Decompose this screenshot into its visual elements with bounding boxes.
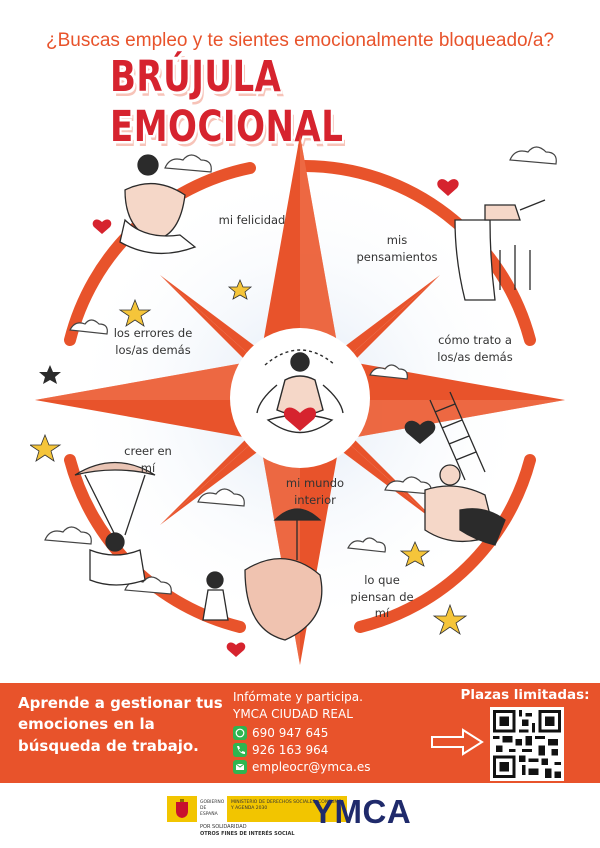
whatsapp-icon xyxy=(233,725,247,740)
contact-block: Infórmate y participa. YMCA CIUDAD REAL … xyxy=(233,689,413,774)
contact-intro: Infórmate y participa. xyxy=(233,690,363,704)
registration-block: Plazas limitadas: xyxy=(431,687,595,781)
compass-label-pensamientos: mis pensamientos xyxy=(356,233,438,264)
watering-can-illustration xyxy=(454,199,546,301)
contact-phone[interactable]: 926 163 964 xyxy=(233,742,413,757)
meditating-person-illustration xyxy=(256,349,344,434)
star-decorations xyxy=(30,278,468,636)
umbrella-characters-illustration xyxy=(202,508,323,641)
gobierno-espana-logo: GOBIERNO DE ESPAÑA MINISTERIO DE DERECHO… xyxy=(167,796,347,822)
compass-label-creer: creer en mí xyxy=(124,444,172,475)
contact-email[interactable]: empleocr@ymca.es xyxy=(233,759,413,774)
subtitle-question: ¿Buscas empleo y te sientes emocionalmen… xyxy=(45,30,555,51)
compass-illustration xyxy=(30,135,565,665)
arrow-right-icon xyxy=(431,728,484,756)
phone-number: 926 163 964 xyxy=(252,742,329,757)
parachute-person-illustration xyxy=(74,461,156,586)
compass-label-felicidad: mi felicidad xyxy=(218,213,286,227)
compass-label-errores: los errores de los/as demás xyxy=(113,326,193,357)
qr-code[interactable] xyxy=(490,707,564,781)
compass-label-interior: mi mundo interior xyxy=(285,476,345,507)
heart-decorations xyxy=(92,179,459,657)
compass-label-piensan: lo que piensan de mí xyxy=(350,573,414,621)
page-title: BRÚJULA EMOCIONAL xyxy=(110,52,344,152)
title-banner: BRÚJULA EMOCIONAL xyxy=(110,52,490,152)
contact-org: YMCA CIUDAD REAL xyxy=(233,706,353,721)
email-address: empleocr@ymca.es xyxy=(252,759,371,774)
xsolidaria-line-2: OTROS FINES DE INTERÉS SOCIAL xyxy=(200,830,295,837)
footer-tagline: Aprende a gestionar tus emociones en la … xyxy=(18,694,223,755)
ministry-text: MINISTERIO DE DERECHOS SOCIALES, CONSUMO… xyxy=(227,796,347,822)
compass-label-trato: cómo trato a los/as demás xyxy=(437,333,513,364)
plazas-heading: Plazas limitadas: xyxy=(460,687,590,703)
footer-band: Aprende a gestionar tus emociones en la … xyxy=(0,683,600,783)
ymca-logo: YMCA xyxy=(312,793,412,830)
ladder-climber-illustration xyxy=(424,391,506,546)
xsolidaria-logo: POR SOLIDARIDAD OTROS FINES DE INTERÉS S… xyxy=(200,824,295,837)
cloud-decorations xyxy=(44,146,557,595)
contact-whatsapp[interactable]: 690 947 645 xyxy=(233,725,413,740)
xsolidaria-line-1: POR SOLIDARIDAD xyxy=(200,824,247,830)
coat-of-arms-icon xyxy=(167,796,197,822)
gobierno-text: GOBIERNO DE ESPAÑA xyxy=(200,800,225,817)
sponsor-logos: GOBIERNO DE ESPAÑA MINISTERIO DE DERECHO… xyxy=(0,790,600,848)
heart-icon xyxy=(283,407,317,431)
whatsapp-number: 690 947 645 xyxy=(252,725,329,740)
hugging-couple-illustration xyxy=(119,154,197,255)
phone-icon xyxy=(233,742,247,757)
mail-icon xyxy=(233,759,247,774)
